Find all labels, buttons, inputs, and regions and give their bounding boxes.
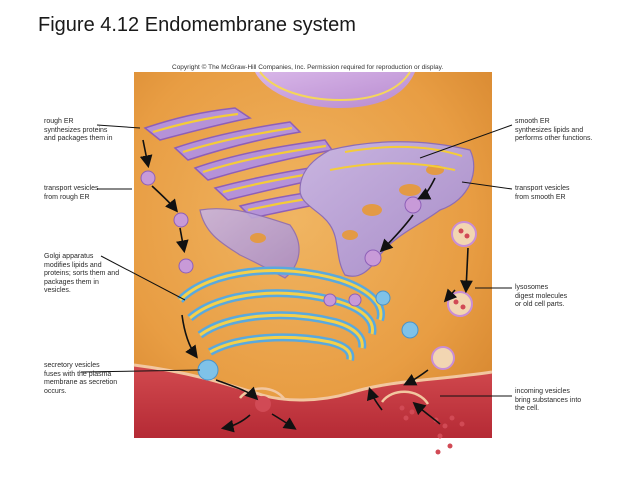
label-lysosomes: lysosomes digest molecules or old cell p…	[515, 284, 567, 310]
label-line: transport vesicles	[44, 185, 99, 192]
label-secretory-vesicles: secretory vesicles fuses with the plasma…	[44, 362, 117, 396]
label-line: digest molecules	[515, 292, 568, 300]
label-line: from rough ER	[44, 193, 90, 201]
golgi-apparatus	[177, 266, 385, 361]
smooth-er-tubules	[329, 145, 463, 171]
label-line: membrane as secretion	[44, 379, 118, 387]
label-line: the cell.	[515, 405, 540, 413]
label-line: occurs.	[44, 387, 67, 395]
label-line: synthesizes proteins	[44, 126, 108, 134]
label-line: performs other functions.	[515, 135, 593, 143]
nucleus	[255, 71, 415, 108]
label-incoming-vesicles: incoming vesicles bring substances into …	[515, 388, 581, 414]
lysosomes	[431, 221, 477, 370]
label-line: lysosomes	[515, 284, 549, 291]
label-golgi-apparatus: Golgi apparatus modifies lipids and prot…	[44, 253, 119, 296]
label-line: proteins; sorts them and	[44, 270, 120, 278]
label-transport-vesicles-rough: transport vesicles from rough ER	[44, 185, 98, 202]
figure-title: Figure 4.12 Endomembrane system	[38, 14, 356, 36]
label-rough-er: rough ER synthesizes proteins and packag…	[44, 118, 113, 144]
label-line: modifies lipids and	[44, 261, 102, 269]
copyright-notice: Copyright © The McGraw-Hill Companies, I…	[172, 64, 444, 71]
label-line: packages them in	[44, 278, 99, 286]
label-smooth-er: smooth ER synthesizes lipids and perform…	[515, 118, 592, 144]
label-line: secretory vesicles	[44, 362, 100, 369]
label-line: from smooth ER	[515, 193, 566, 201]
label-line: or old cell parts.	[515, 301, 565, 309]
leader-lines	[80, 124, 513, 397]
label-line: rough ER	[44, 118, 74, 125]
label-transport-vesicles-smooth: transport vesicles from smooth ER	[515, 185, 569, 202]
label-line: fuses with the plasma	[44, 370, 112, 378]
label-line: synthesizes lipids and	[515, 126, 584, 134]
label-line: Golgi apparatus	[44, 253, 94, 260]
label-line: incoming vesicles	[515, 388, 570, 395]
flow-arrows	[139, 139, 473, 433]
label-line: and packages them in	[44, 135, 113, 143]
vesicles	[140, 170, 422, 412]
label-line: bring substances into	[515, 396, 582, 404]
label-line: transport vesicles	[515, 185, 570, 192]
label-line: vesicles.	[44, 287, 71, 295]
label-line: smooth ER	[515, 118, 550, 125]
